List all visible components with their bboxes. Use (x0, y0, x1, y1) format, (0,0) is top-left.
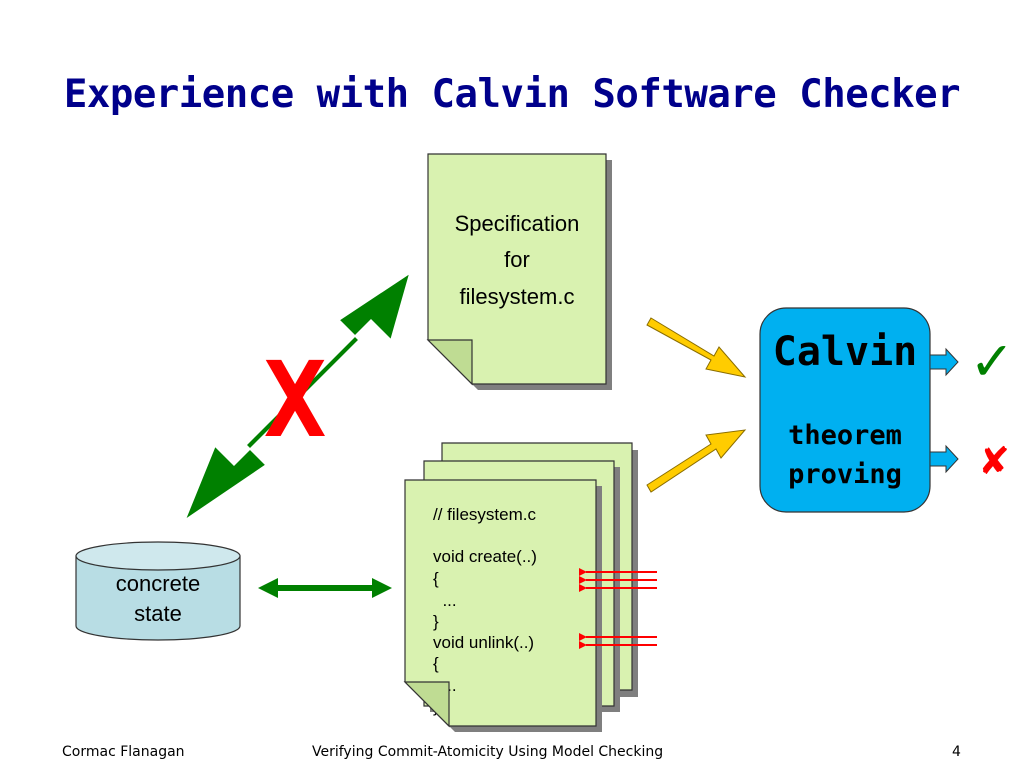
spec-line-1: Specification (455, 211, 580, 236)
red-trace-arrows (579, 568, 657, 649)
code-line-6: void unlink(..) (433, 633, 534, 652)
red-x-mark: X (264, 339, 327, 461)
code-line-5: } (433, 612, 439, 631)
green-double-arrow-horizontal (258, 578, 392, 598)
yellow-arrow-spec-to-calvin (646, 317, 747, 378)
code-line-1: // filesystem.c (433, 505, 536, 524)
database-line-1: concrete (116, 571, 200, 596)
check-mark-icon: ✓ (969, 330, 1014, 393)
calvin-output-arrow-top (929, 347, 959, 377)
calvin-title: Calvin (773, 329, 918, 375)
concrete-state-database: concrete state (75, 541, 241, 641)
specification-document: Specification for filesystem.c (426, 153, 612, 390)
code-line-7: { (433, 654, 439, 673)
calvin-subtitle-2: proving (788, 459, 902, 490)
code-line-2: void create(..) (433, 547, 537, 566)
spec-line-2: for (504, 247, 530, 272)
spec-line-3: filesystem.c (460, 284, 575, 309)
yellow-arrow-code-to-calvin (646, 429, 747, 493)
calvin-box: Calvin theorem proving (759, 307, 931, 513)
slide-title: Experience with Calvin Software Checker (63, 72, 961, 117)
code-line-4: ... (433, 591, 457, 610)
footer-author: Cormac Flanagan (62, 744, 185, 760)
calvin-subtitle-1: theorem (788, 420, 902, 451)
database-line-2: state (134, 601, 182, 626)
calvin-output-arrow-bottom (929, 444, 959, 474)
footer-page-number: 4 (952, 744, 961, 760)
x-mark-icon: ✘ (978, 439, 1010, 483)
code-line-3: { (433, 569, 439, 588)
code-document-stack: // filesystem.c void create(..) { ... } … (403, 442, 638, 732)
footer-talk-title: Verifying Commit-Atomicity Using Model C… (312, 744, 664, 760)
